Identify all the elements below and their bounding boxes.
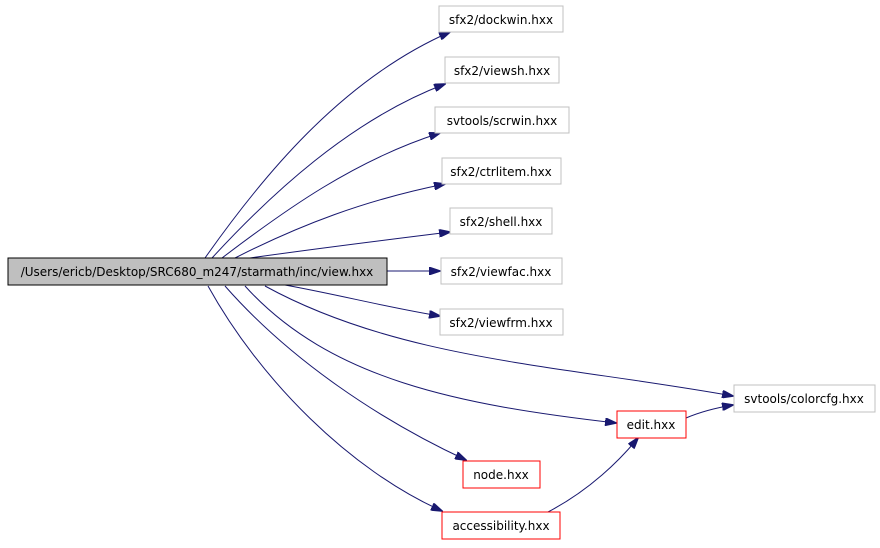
node-edit[interactable]: edit.hxx <box>616 410 687 439</box>
edges <box>204 32 733 513</box>
node-root-label: /Users/ericb/Desktop/SRC680_m247/starmat… <box>21 265 374 279</box>
node-node-label: node.hxx <box>473 468 529 482</box>
edge-view-to-accessibility <box>207 285 442 511</box>
node-viewsh-label: sfx2/viewsh.hxx <box>454 64 550 78</box>
edge-view-to-edit <box>244 285 616 423</box>
node-scrwin-label: svtools/scrwin.hxx <box>447 114 558 128</box>
node-accessibility-label: accessibility.hxx <box>452 519 549 533</box>
node-dockwin-label: sfx2/dockwin.hxx <box>449 13 553 27</box>
edge-view-to-dockwin <box>204 32 450 259</box>
node-viewsh[interactable]: sfx2/viewsh.hxx <box>444 56 560 84</box>
edge-view-to-ctrlitem <box>234 184 445 259</box>
node-ctrlitem[interactable]: sfx2/ctrlitem.hxx <box>441 157 562 185</box>
node-viewfrm[interactable]: sfx2/viewfrm.hxx <box>439 308 564 336</box>
node-scrwin[interactable]: svtools/scrwin.hxx <box>434 106 570 134</box>
edge-view-to-colorcfg <box>264 285 733 396</box>
node-shell-label: sfx2/shell.hxx <box>460 215 543 229</box>
node-node[interactable]: node.hxx <box>462 460 541 489</box>
edge-edit-to-colorcfg <box>685 405 733 419</box>
node-viewfac-label: sfx2/viewfac.hxx <box>451 265 552 279</box>
edge-view-to-viewsh <box>211 84 445 259</box>
node-accessibility[interactable]: accessibility.hxx <box>441 511 561 540</box>
node-root[interactable]: /Users/ericb/Desktop/SRC680_m247/starmat… <box>7 257 388 286</box>
edge-accessibility-to-edit <box>547 438 638 513</box>
node-edit-label: edit.hxx <box>627 418 676 432</box>
node-viewfac[interactable]: sfx2/viewfac.hxx <box>440 257 563 285</box>
edge-view-to-scrwin <box>221 133 440 259</box>
node-ctrlitem-label: sfx2/ctrlitem.hxx <box>450 165 552 179</box>
node-colorcfg[interactable]: svtools/colorcfg.hxx <box>733 384 876 413</box>
edge-view-to-viewfrm <box>284 284 440 316</box>
edge-view-to-node <box>224 285 466 460</box>
node-viewfrm-label: sfx2/viewfrm.hxx <box>449 316 552 330</box>
node-shell[interactable]: sfx2/shell.hxx <box>449 207 553 235</box>
edge-view-to-shell <box>249 232 450 259</box>
node-colorcfg-label: svtools/colorcfg.hxx <box>744 392 864 406</box>
node-dockwin[interactable]: sfx2/dockwin.hxx <box>438 5 564 33</box>
